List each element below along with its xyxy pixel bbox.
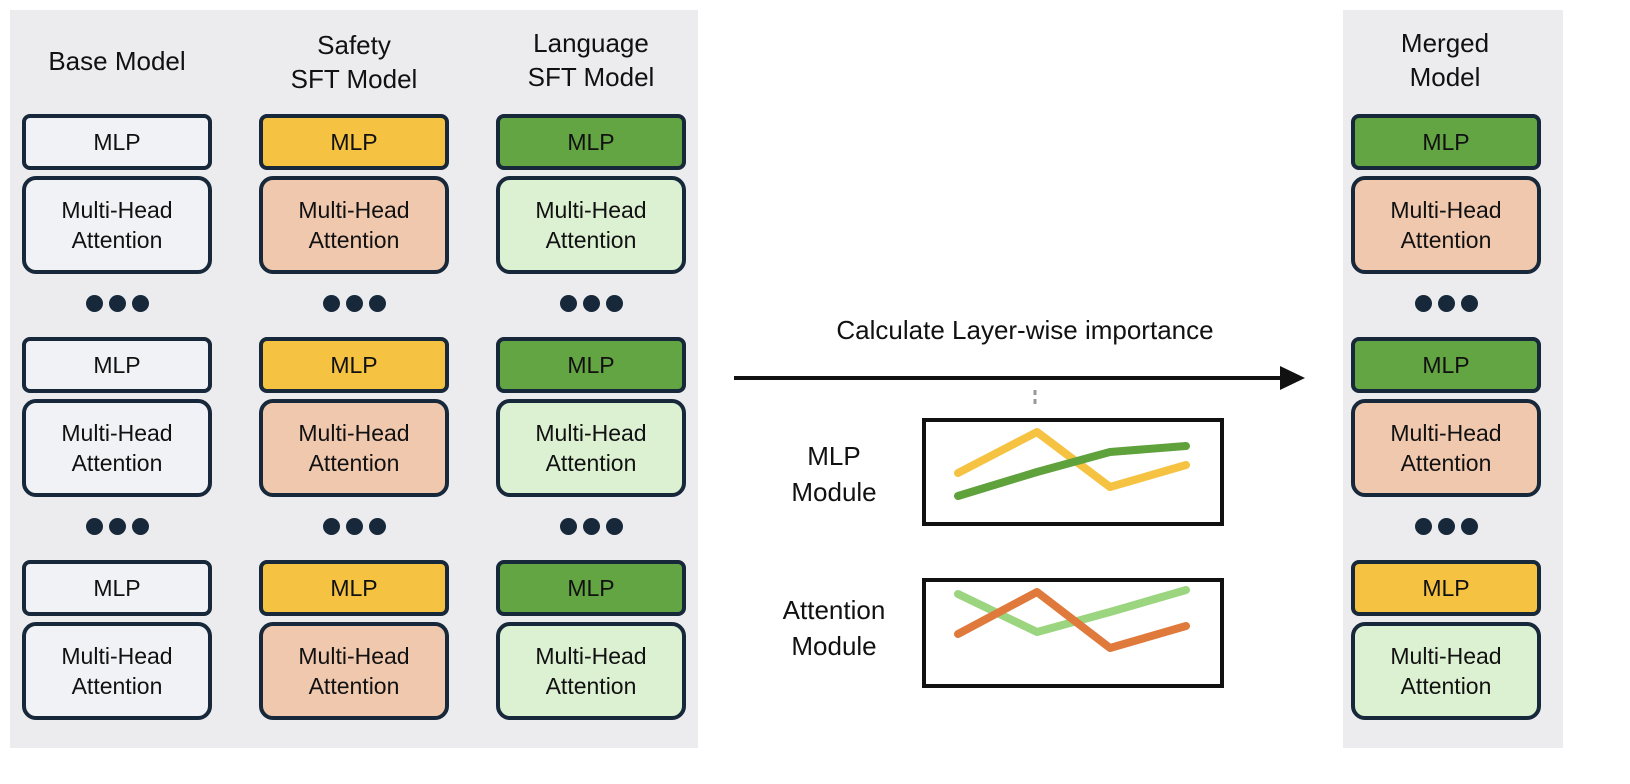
safety-attention-block-1: Multi-Head Attention <box>259 176 449 274</box>
ellipsis-dot <box>323 518 340 535</box>
safety-mlp-block-1: MLP <box>259 114 449 170</box>
base-model-title: Base Model <box>48 46 186 76</box>
attention-safety-importance-line <box>954 588 1190 652</box>
language-mlp-block-1: MLP <box>496 114 686 170</box>
language-attention-block-1: Multi-Head Attention <box>496 176 686 274</box>
safety-model-title: Safety SFT Model <box>290 30 418 94</box>
ellipsis-dot <box>369 518 386 535</box>
merged-model-title: Merged Model <box>1400 28 1490 92</box>
mlp-language-importance-line <box>954 442 1190 500</box>
ellipsis-dot <box>346 518 363 535</box>
ellipsis-dot <box>346 295 363 312</box>
language-attention-block-2: Multi-Head Attention <box>496 399 686 497</box>
ellipsis-dot <box>86 518 103 535</box>
ellipsis-dot <box>560 518 577 535</box>
safety-ellipsis-1 <box>323 295 386 312</box>
base-ellipsis-2 <box>86 518 149 535</box>
safety-attention-block-2: Multi-Head Attention <box>259 399 449 497</box>
ellipsis-dot <box>109 295 126 312</box>
ellipsis-dot <box>606 295 623 312</box>
ellipsis-dot <box>86 295 103 312</box>
merged-mlp-block-2: MLP <box>1351 337 1541 393</box>
ellipsis-dot <box>1415 518 1432 535</box>
safety-mlp-block-3: MLP <box>259 560 449 616</box>
base-attention-block-1: Multi-Head Attention <box>22 176 212 274</box>
merged-attention-block-2: Multi-Head Attention <box>1351 399 1541 497</box>
ellipsis-dot <box>1461 518 1478 535</box>
ellipsis-dot <box>1438 295 1455 312</box>
ellipsis-dot <box>323 295 340 312</box>
base-ellipsis-1 <box>86 295 149 312</box>
base-attention-block-3: Multi-Head Attention <box>22 622 212 720</box>
merged-mlp-block-3: MLP <box>1351 560 1541 616</box>
attention-language-importance-line <box>954 586 1190 636</box>
base-mlp-block-1: MLP <box>22 114 212 170</box>
mlp-module-label: MLP Module <box>791 441 877 507</box>
base-attention-block-2: Multi-Head Attention <box>22 399 212 497</box>
language-mlp-block-3: MLP <box>496 560 686 616</box>
importance-arrow-head <box>1280 366 1305 390</box>
ellipsis-dot <box>583 295 600 312</box>
arrow-label: Calculate Layer-wise importance <box>836 315 1214 345</box>
ellipsis-dot <box>560 295 577 312</box>
base-mlp-block-3: MLP <box>22 560 212 616</box>
ellipsis-dot <box>1461 295 1478 312</box>
safety-ellipsis-2 <box>323 518 386 535</box>
ellipsis-dot <box>583 518 600 535</box>
ellipsis-dot <box>132 295 149 312</box>
merged-ellipsis-1 <box>1415 295 1478 312</box>
language-attention-block-3: Multi-Head Attention <box>496 622 686 720</box>
ellipsis-dot <box>109 518 126 535</box>
language-ellipsis-2 <box>560 518 623 535</box>
merged-mlp-block-1: MLP <box>1351 114 1541 170</box>
attention-module-label: Attention Module <box>782 595 886 661</box>
base-mlp-block-2: MLP <box>22 337 212 393</box>
safety-attention-block-3: Multi-Head Attention <box>259 622 449 720</box>
merged-attention-block-1: Multi-Head Attention <box>1351 176 1541 274</box>
merged-ellipsis-2 <box>1415 518 1478 535</box>
language-model-title: Language SFT Model <box>527 28 655 92</box>
language-mlp-block-2: MLP <box>496 337 686 393</box>
ellipsis-dot <box>1438 518 1455 535</box>
merged-attention-block-3: Multi-Head Attention <box>1351 622 1541 720</box>
ellipsis-dot <box>369 295 386 312</box>
ellipsis-dot <box>132 518 149 535</box>
ellipsis-dot <box>606 518 623 535</box>
safety-mlp-block-2: MLP <box>259 337 449 393</box>
language-ellipsis-1 <box>560 295 623 312</box>
ellipsis-dot <box>1415 295 1432 312</box>
